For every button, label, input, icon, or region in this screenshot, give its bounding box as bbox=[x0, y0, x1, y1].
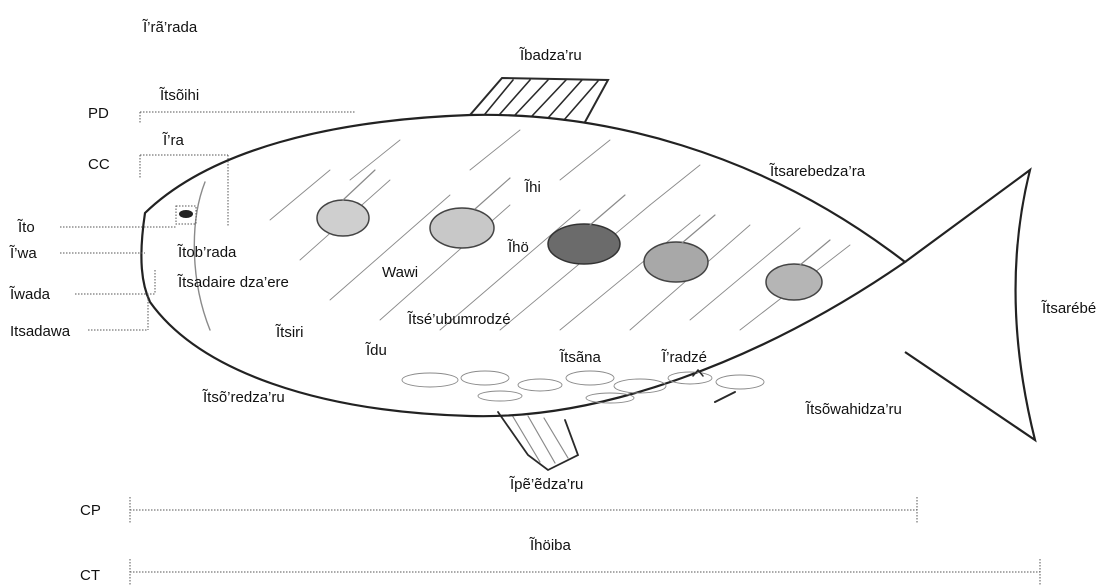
label-tsoihi: Ĩtsõihi bbox=[160, 88, 199, 103]
leader-lines bbox=[60, 112, 1040, 585]
label-hi: Ĩhi bbox=[525, 180, 541, 195]
label-ho: Ĩhö bbox=[508, 240, 529, 255]
label-wawi: Wawi bbox=[382, 265, 418, 280]
label-belly: Ĩtsõ’redza’ru bbox=[203, 390, 285, 405]
label-pelvic-fin: Ĩpẽ’ẽdza’ru bbox=[510, 477, 583, 492]
label-radze: Ĩ’radzé bbox=[662, 350, 707, 365]
label-tsiri: Ĩtsiri bbox=[276, 325, 304, 340]
label-tsadaire: Ĩtsadaire dza’ere bbox=[178, 275, 289, 290]
label-tsana: Ĩtsãna bbox=[560, 350, 601, 365]
label-ra: Ĩ’ra bbox=[163, 133, 184, 148]
pelvic-fin bbox=[498, 412, 578, 470]
label-tse-ubu: Ĩtsé’ubumrodzé bbox=[408, 312, 511, 327]
label-to: Ĩto bbox=[18, 220, 35, 235]
label-head-top: Ĩ’rã’rada bbox=[143, 20, 197, 35]
tail-fin bbox=[905, 170, 1035, 440]
label-tsadawa: Itsadawa bbox=[10, 324, 70, 339]
label-tail-fin: Ĩtsarébé bbox=[1042, 301, 1096, 316]
belly-bubbles bbox=[402, 371, 764, 403]
abbr-ct: CT bbox=[80, 568, 100, 583]
label-du: Ĩdu bbox=[366, 343, 387, 358]
eye bbox=[179, 210, 193, 218]
label-wada: Ĩwada bbox=[10, 287, 50, 302]
label-dorsal-fin: Ĩbadza’ru bbox=[520, 48, 582, 63]
label-wa: Ĩ’wa bbox=[10, 246, 37, 261]
label-anal-fin: Ĩtsõwahidza’ru bbox=[806, 402, 902, 417]
label-tob-rada: Ĩtob’rada bbox=[178, 245, 236, 260]
label-total: Ĩhöiba bbox=[530, 538, 571, 553]
abbr-pd: PD bbox=[88, 106, 109, 121]
abbr-cc: CC bbox=[88, 157, 110, 172]
label-back: Ĩtsarebedza’ra bbox=[770, 164, 865, 179]
abbr-cp: CP bbox=[80, 503, 101, 518]
